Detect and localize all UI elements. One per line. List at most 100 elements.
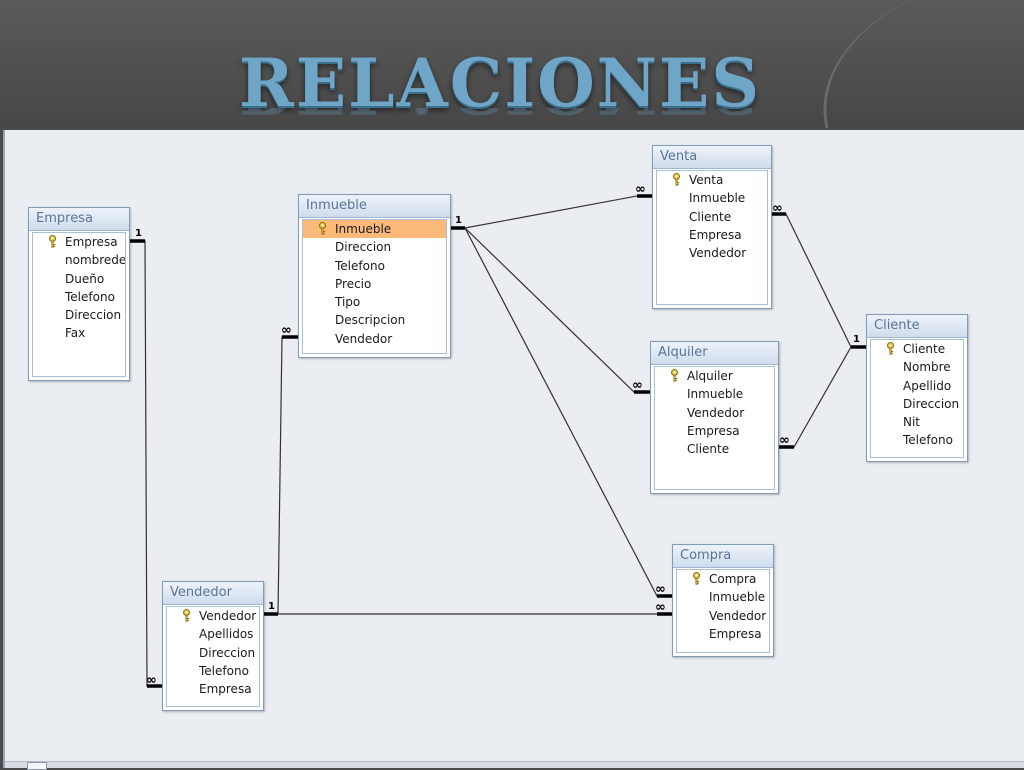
field-row[interactable]: Descripcion bbox=[303, 311, 446, 329]
field-label: Empresa bbox=[65, 235, 118, 249]
field-row[interactable]: Vendedor bbox=[655, 404, 774, 422]
key-icon bbox=[48, 235, 57, 248]
cardinality-many: ∞ bbox=[281, 323, 292, 338]
field-row[interactable]: Dueño bbox=[33, 270, 125, 288]
field-row[interactable]: Telefono bbox=[167, 662, 259, 680]
field-row[interactable]: Direccion bbox=[871, 395, 963, 413]
table-title[interactable]: Cliente bbox=[867, 315, 967, 338]
field-label: Vendedor bbox=[687, 405, 745, 420]
rel-vendedor-inmueble bbox=[263, 336, 298, 615]
key-icon bbox=[672, 173, 681, 186]
field-row[interactable]: Empresa bbox=[167, 680, 259, 698]
field-label: Empresa bbox=[689, 227, 742, 242]
field-row[interactable]: Empresa bbox=[657, 226, 767, 244]
rel-empresa-vendedor bbox=[130, 240, 162, 687]
field-row[interactable]: Vendedor bbox=[303, 330, 446, 348]
field-row[interactable]: Nombre bbox=[871, 358, 963, 376]
field-label: Tipo bbox=[335, 295, 361, 310]
field-row[interactable]: Inmueble bbox=[677, 588, 769, 606]
rel-cliente-venta bbox=[771, 213, 866, 348]
field-label: Vendedor bbox=[689, 246, 747, 261]
field-row[interactable]: Inmueble bbox=[657, 189, 767, 207]
field-label: Direccion bbox=[199, 645, 256, 660]
field-label: Inmueble bbox=[687, 387, 744, 402]
field-row[interactable]: Apellido bbox=[871, 377, 963, 395]
field-row[interactable]: nombredeempresa bbox=[33, 251, 125, 269]
field-row[interactable]: Telefono bbox=[303, 257, 446, 275]
field-label: Apellido bbox=[903, 378, 952, 393]
key-icon bbox=[318, 222, 327, 235]
field-label: Precio bbox=[335, 276, 372, 291]
field-list[interactable]: Empresa nombredeempresaDueñoTelefonoDirec… bbox=[32, 232, 126, 377]
field-row[interactable]: Cliente bbox=[655, 440, 774, 458]
table-title[interactable]: Vendedor bbox=[163, 582, 263, 605]
field-label: Telefono bbox=[65, 289, 115, 304]
field-label: Direccion bbox=[65, 308, 122, 323]
cardinality-one: 1 bbox=[455, 215, 462, 226]
field-row[interactable]: Telefono bbox=[871, 431, 963, 449]
table-empresa[interactable]: EmpresaEmpresanombredeempresaDueñoTelefo… bbox=[28, 207, 130, 381]
field-row[interactable]: Vendedor bbox=[677, 607, 769, 625]
slide-title: RELACIONES bbox=[239, 44, 761, 122]
field-label: Inmueble bbox=[335, 222, 392, 236]
cardinality-many: ∞ bbox=[632, 378, 643, 393]
field-row[interactable]: Nit bbox=[871, 413, 963, 431]
field-label: Venta bbox=[689, 173, 724, 187]
cardinality-many: ∞ bbox=[655, 582, 666, 597]
primary-key-field[interactable]: Empresa bbox=[33, 233, 125, 251]
table-title[interactable]: Empresa bbox=[29, 208, 129, 231]
primary-key-field[interactable]: Inmueble bbox=[303, 220, 446, 239]
field-label: Nombre bbox=[903, 360, 951, 375]
primary-key-field[interactable]: Compra bbox=[677, 570, 769, 588]
field-row[interactable]: Tipo bbox=[303, 293, 446, 311]
field-label: Compra bbox=[709, 572, 757, 586]
primary-key-field[interactable]: Cliente bbox=[871, 340, 963, 358]
field-label: Nit bbox=[903, 415, 921, 430]
field-row[interactable]: Direccion bbox=[167, 644, 259, 662]
cardinality-one: 1 bbox=[853, 334, 860, 345]
field-label: Vendedor bbox=[199, 609, 257, 623]
field-label: Cliente bbox=[903, 342, 946, 356]
primary-key-field[interactable]: Venta bbox=[657, 171, 767, 189]
table-title[interactable]: Alquiler bbox=[651, 342, 778, 365]
field-row[interactable]: Telefono bbox=[33, 288, 125, 306]
field-label: Vendedor bbox=[335, 331, 393, 346]
table-title[interactable]: Inmueble bbox=[299, 195, 450, 218]
field-label: Telefono bbox=[199, 663, 249, 678]
field-label: Direccion bbox=[335, 240, 392, 255]
field-row[interactable]: Direccion bbox=[33, 306, 125, 324]
rel-inmueble-venta bbox=[450, 195, 652, 229]
field-row[interactable]: Empresa bbox=[655, 422, 774, 440]
field-label: Cliente bbox=[687, 442, 730, 457]
field-row[interactable]: Empresa bbox=[677, 625, 769, 643]
field-row[interactable]: Inmueble bbox=[655, 385, 774, 403]
field-label: Empresa bbox=[199, 682, 252, 697]
field-row[interactable]: Fax bbox=[33, 324, 125, 342]
field-row[interactable]: Apellidos bbox=[167, 625, 259, 643]
field-row[interactable]: Direccion bbox=[303, 238, 446, 256]
field-label: nombredeempresa bbox=[65, 253, 125, 268]
field-row[interactable]: Cliente bbox=[657, 208, 767, 226]
field-label: Direccion bbox=[903, 396, 960, 411]
field-row[interactable]: Vendedor bbox=[657, 244, 767, 262]
table-title[interactable]: Compra bbox=[673, 545, 773, 568]
table-title[interactable]: Venta bbox=[653, 146, 771, 169]
primary-key-field[interactable]: Vendedor bbox=[167, 607, 259, 625]
primary-key-field[interactable]: Alquiler bbox=[655, 367, 774, 385]
field-row[interactable]: Precio bbox=[303, 275, 446, 293]
cardinality-one: 1 bbox=[268, 601, 275, 612]
field-label: Vendedor bbox=[709, 608, 767, 623]
rel-inmueble-compra bbox=[450, 227, 672, 597]
